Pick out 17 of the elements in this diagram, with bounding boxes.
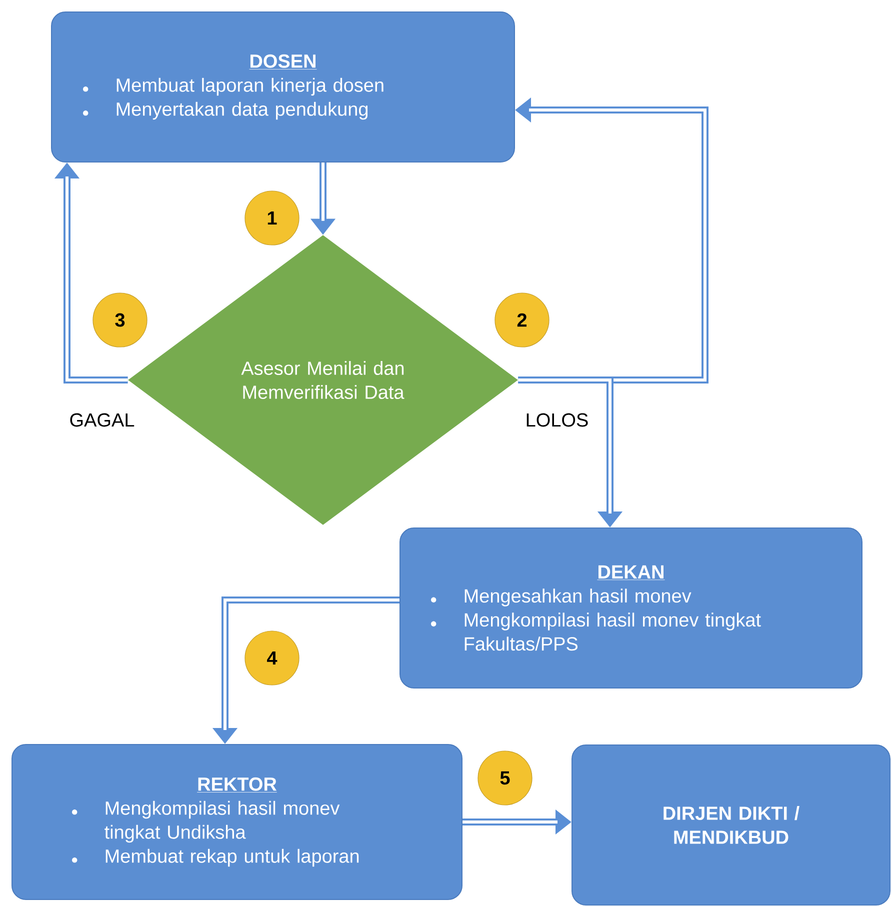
bullet-item: Menyertakan data pendukung xyxy=(83,102,368,120)
box-heading: REKTOR xyxy=(196,777,278,792)
bullet-item: Membuat rekap untuk laporan xyxy=(72,848,359,867)
process-box xyxy=(572,744,890,906)
decision-text: Asesor Menilai dan Memverifikasi Data xyxy=(241,361,404,399)
bullet-item: Mengesahkan hasil monev xyxy=(431,588,692,606)
box-heading: DEKAN xyxy=(597,565,665,580)
bullet-item: Mengkompilasi hasil monev tingkat Fakultas/PPS xyxy=(431,612,761,651)
box-heading: DOSEN xyxy=(249,54,317,70)
process-box xyxy=(12,744,462,900)
bullet-item: Mengkompilasi hasil monev tingkat Undiksha xyxy=(72,800,340,843)
box-title: DIRJEN DIKTI / MENDIKBUD xyxy=(664,806,800,844)
edge-label: LOLOS xyxy=(523,411,591,429)
bullet-item: Membuat laporan kinerja dosen xyxy=(83,78,384,96)
process-box xyxy=(51,12,515,162)
process-box xyxy=(400,528,862,688)
edge-label: GAGAL xyxy=(67,411,137,429)
